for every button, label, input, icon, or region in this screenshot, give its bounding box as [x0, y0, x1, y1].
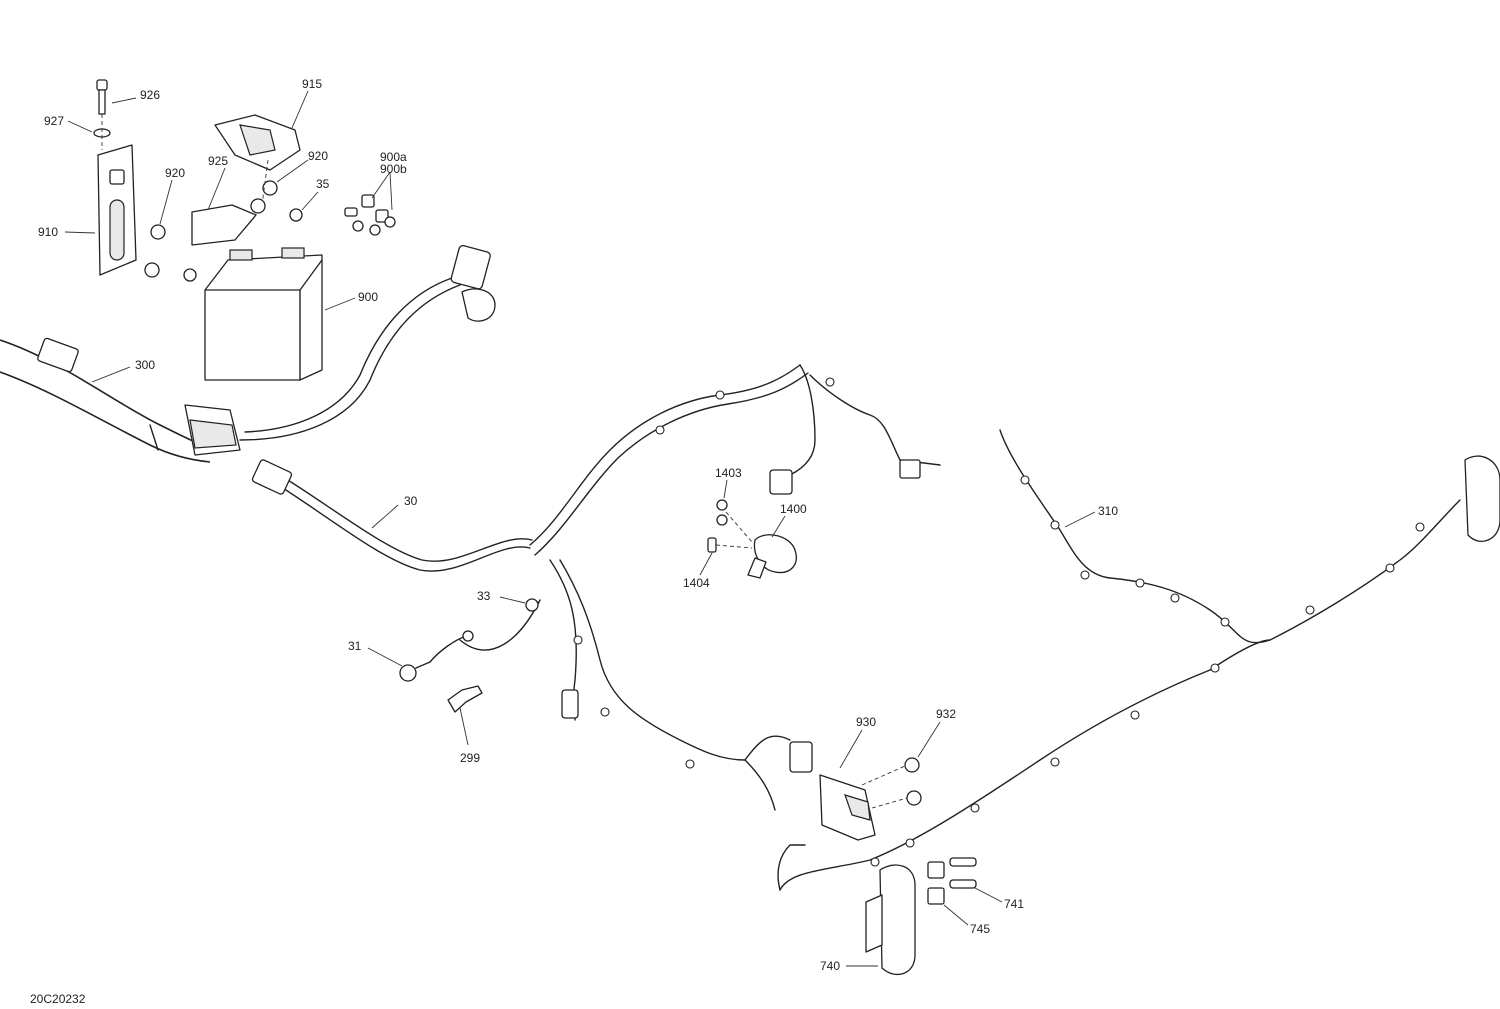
- callout-900a: 900a: [380, 150, 407, 164]
- callout-910: 910: [38, 225, 58, 239]
- callout-920-b: 920: [165, 166, 185, 180]
- callout-1403: 1403: [715, 466, 742, 480]
- callout-1404: 1404: [683, 576, 710, 590]
- callout-927: 927: [44, 114, 64, 128]
- drawing-code: 20C20232: [30, 992, 86, 1006]
- battery-900: [204, 247, 323, 381]
- bracket-910: [97, 144, 137, 276]
- callout-741: 741: [1004, 897, 1024, 911]
- battery-hardware-900a-900b: [344, 194, 396, 236]
- callout-310: 310: [1098, 504, 1118, 518]
- callout-932: 932: [936, 707, 956, 721]
- callout-299: 299: [460, 751, 480, 765]
- harness-310: [777, 429, 1500, 976]
- leader-lines: [64, 90, 1096, 967]
- main-harness-300: [0, 337, 241, 463]
- callout-745: 745: [970, 922, 990, 936]
- ground-hardware: [399, 598, 539, 713]
- bolt-926: [93, 79, 111, 150]
- module-930: [819, 757, 922, 841]
- callout-925: 925: [208, 154, 228, 168]
- callout-30: 30: [404, 494, 418, 508]
- callout-35: 35: [316, 177, 330, 191]
- nuts-920: [144, 180, 303, 282]
- callout-900: 900: [358, 290, 378, 304]
- callout-33: 33: [477, 589, 491, 603]
- bracket-915: [214, 114, 301, 206]
- callout-300: 300: [135, 358, 155, 372]
- callout-1400: 1400: [780, 502, 807, 516]
- callout-740: 740: [820, 959, 840, 973]
- callout-926: 926: [140, 88, 160, 102]
- callout-920-a: 920: [308, 149, 328, 163]
- light-740: [865, 857, 977, 953]
- callout-930: 930: [856, 715, 876, 729]
- callout-labels: 926 927 915 920 920 925 35 900a 900b 910…: [38, 77, 1118, 973]
- harness-30: [239, 244, 941, 811]
- callout-31: 31: [348, 639, 362, 653]
- callout-915: 915: [302, 77, 322, 91]
- callout-900b: 900b: [380, 162, 407, 176]
- cover-925: [191, 198, 266, 246]
- harness-clips: [573, 377, 1425, 867]
- sensor-1400: [707, 499, 797, 579]
